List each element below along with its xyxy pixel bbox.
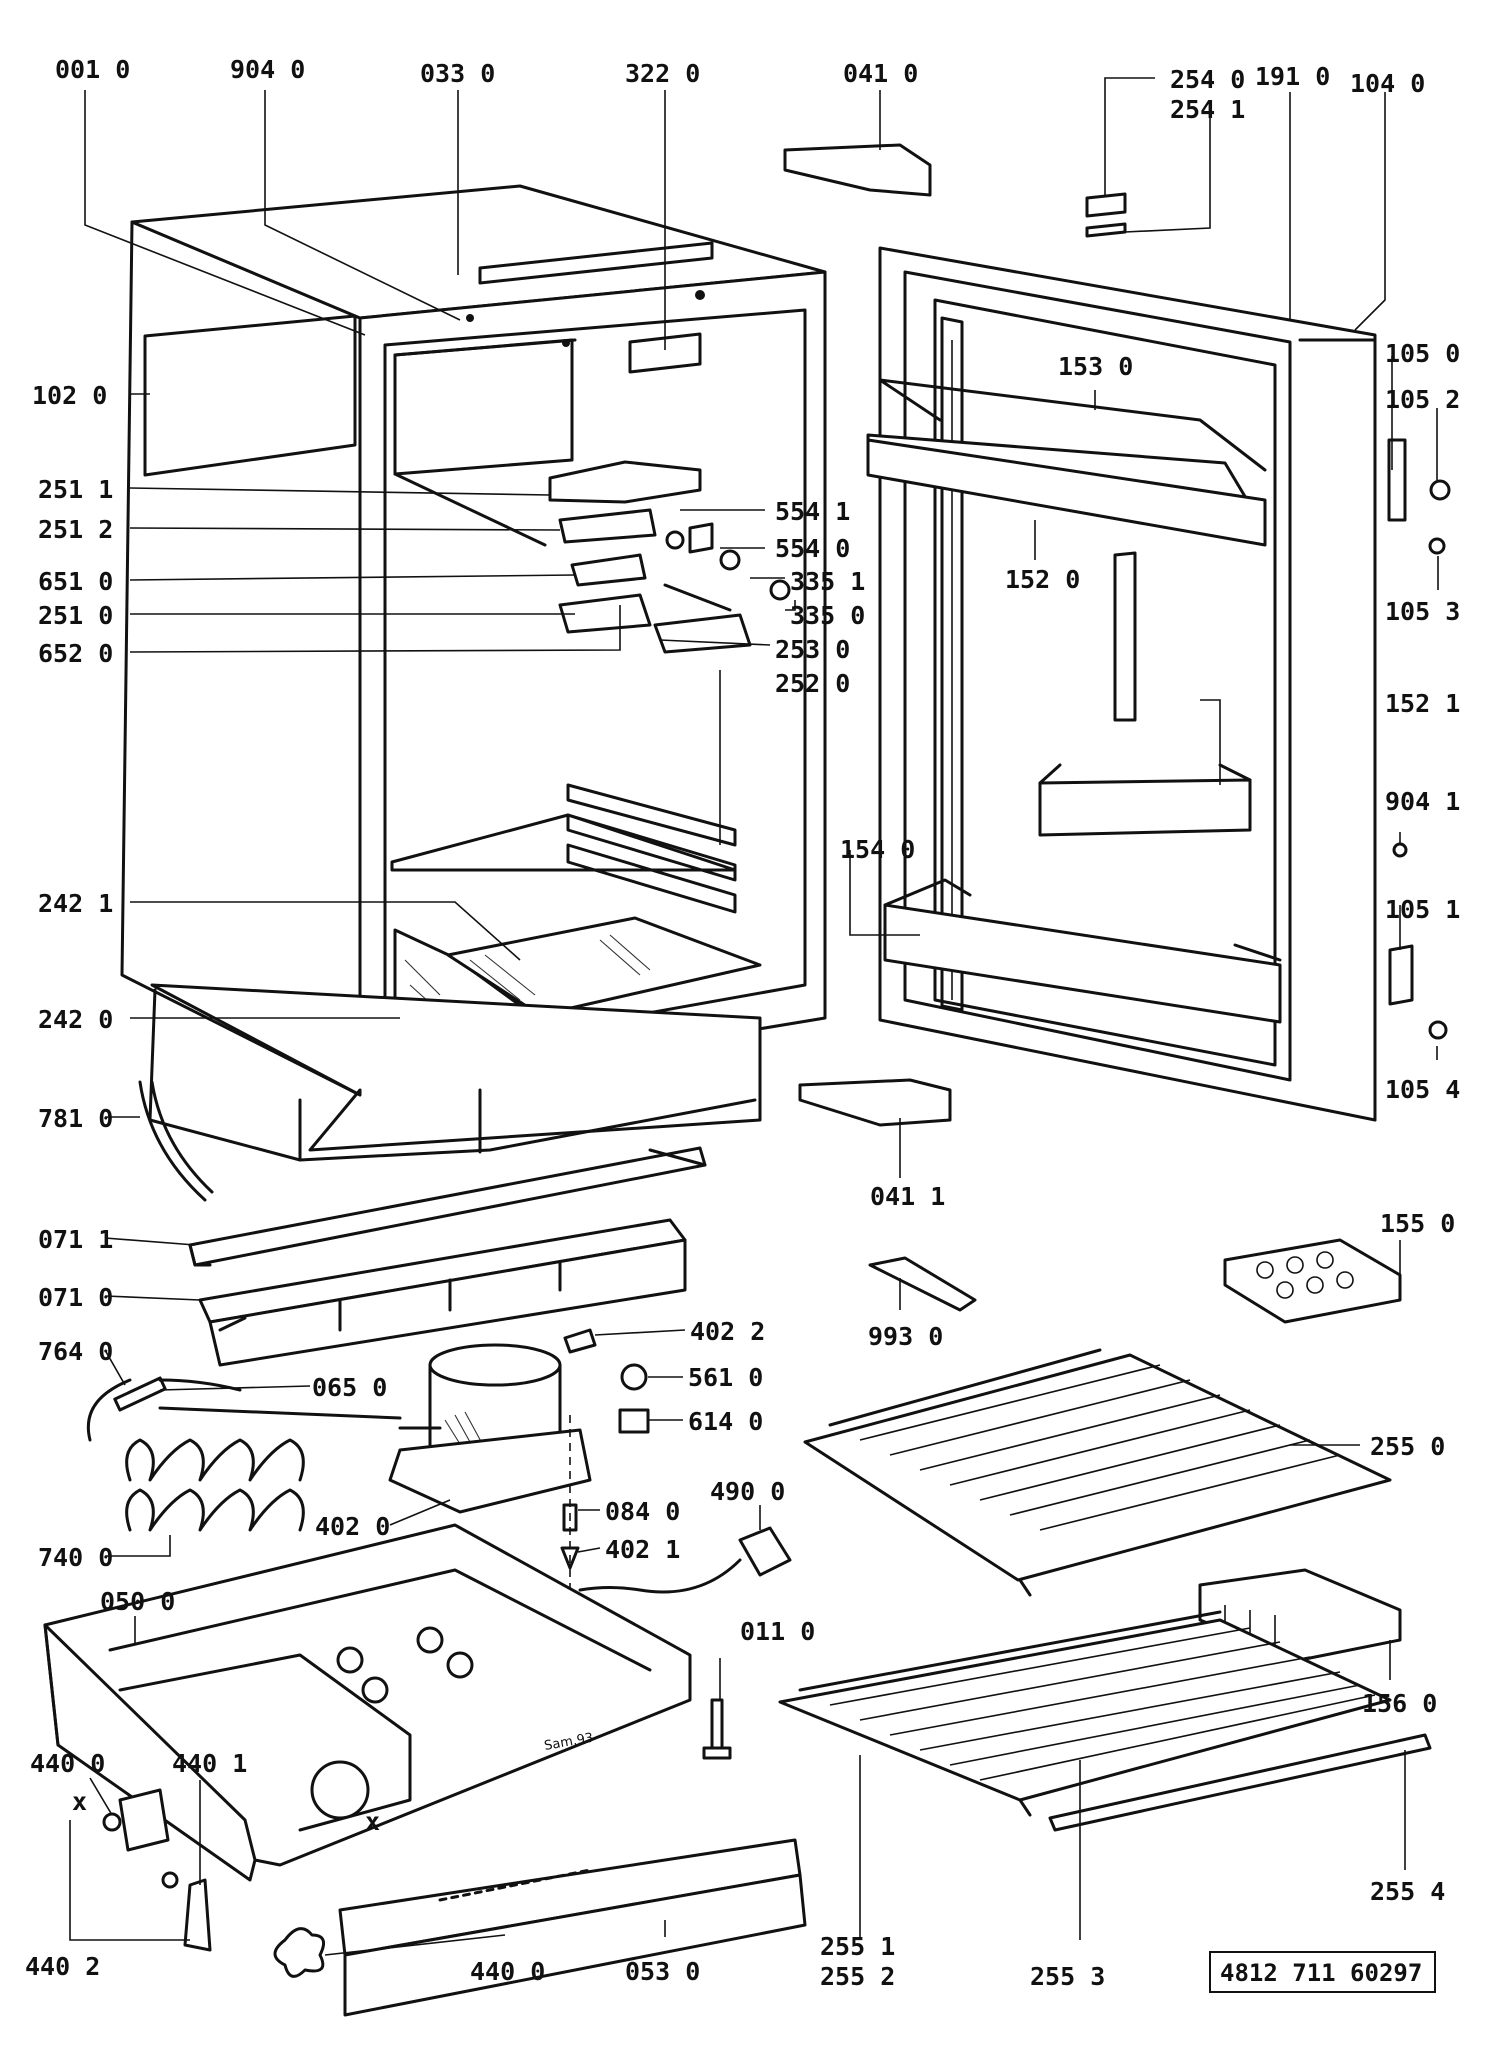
callout-440-0-bottom: 440 0	[470, 1957, 545, 1986]
callout-152-1: 152 1	[1385, 689, 1460, 718]
callout-labels: 001 0 904 0 033 0 322 0 041 0 254 0 254 …	[25, 55, 1460, 1991]
callout-242-0: 242 0	[38, 1005, 113, 1034]
drawing-number-text: 4812 711 60297	[1220, 1959, 1422, 1987]
callout-x-left: x	[72, 1787, 87, 1816]
leader-lines	[69, 77, 1439, 1956]
callout-554-0: 554 0	[775, 534, 850, 563]
callout-252-0: 252 0	[775, 669, 850, 698]
callout-335-0: 335 0	[790, 601, 865, 630]
drawing-number: 4812 711 60297	[1209, 1951, 1436, 1993]
callout-041-1: 041 1	[870, 1182, 945, 1211]
callout-191-0: 191 0	[1255, 62, 1330, 91]
callout-490-0: 490 0	[710, 1477, 785, 1506]
cabinet-assembly	[120, 184, 827, 1162]
callout-253-0: 253 0	[775, 635, 850, 664]
callout-255-1: 255 1	[820, 1932, 895, 1961]
drawing-number-box	[1209, 1951, 1436, 1993]
callout-561-0: 561 0	[688, 1363, 763, 1392]
callout-065-0: 065 0	[312, 1373, 387, 1402]
callout-053-0: 053 0	[625, 1957, 700, 1986]
base-tray-assembly	[43, 1523, 807, 2017]
callout-105-3: 105 3	[1385, 597, 1460, 626]
callout-254-1: 254 1	[1170, 95, 1245, 124]
callout-740-0: 740 0	[38, 1543, 113, 1572]
callout-152-0: 152 0	[1005, 565, 1080, 594]
callout-335-1: 335 1	[790, 567, 865, 596]
callout-104-0: 104 0	[1350, 69, 1425, 98]
lamp-assembly	[548, 460, 791, 654]
callout-251-2: 251 2	[38, 515, 113, 544]
callout-251-0: 251 0	[38, 601, 113, 630]
callout-614-0: 614 0	[688, 1407, 763, 1436]
callout-105-2: 105 2	[1385, 385, 1460, 414]
callout-033-0: 033 0	[420, 59, 495, 88]
callout-554-1: 554 1	[775, 497, 850, 526]
compressor-assembly	[86, 1328, 792, 1680]
callout-402-1: 402 1	[605, 1535, 680, 1564]
callout-652-0: 652 0	[38, 639, 113, 668]
callout-402-2: 402 2	[690, 1317, 765, 1346]
callout-011-0: 011 0	[740, 1617, 815, 1646]
callout-154-0: 154 0	[840, 835, 915, 864]
door-assembly	[783, 143, 1451, 1127]
callout-904-1: 904 1	[1385, 787, 1460, 816]
callout-050-0: 050 0	[100, 1587, 175, 1616]
callout-105-4: 105 4	[1385, 1075, 1460, 1104]
callout-x-center: x	[365, 1807, 380, 1836]
callout-105-1: 105 1	[1385, 895, 1460, 924]
callout-781-0: 781 0	[38, 1104, 113, 1133]
callout-993-0: 993 0	[868, 1322, 943, 1351]
callout-255-0: 255 0	[1370, 1432, 1445, 1461]
callout-102-0: 102 0	[32, 381, 107, 410]
callout-254-0: 254 0	[1170, 65, 1245, 94]
callout-153-0: 153 0	[1058, 352, 1133, 381]
callout-255-3: 255 3	[1030, 1962, 1105, 1991]
callout-105-0: 105 0	[1385, 339, 1460, 368]
callout-155-0: 155 0	[1380, 1209, 1455, 1238]
callout-071-1: 071 1	[38, 1225, 113, 1254]
callout-764-0: 764 0	[38, 1337, 113, 1366]
callout-651-0: 651 0	[38, 567, 113, 596]
shelves	[778, 1238, 1432, 1832]
callout-156-0: 156 0	[1362, 1689, 1437, 1718]
callout-904-0: 904 0	[230, 55, 305, 84]
callout-071-0: 071 0	[38, 1283, 113, 1312]
callout-402-0: 402 0	[315, 1512, 390, 1541]
callout-440-2: 440 2	[25, 1952, 100, 1981]
callout-041-0: 041 0	[843, 59, 918, 88]
callout-084-0: 084 0	[605, 1497, 680, 1526]
callout-255-2: 255 2	[820, 1962, 895, 1991]
callout-242-1: 242 1	[38, 889, 113, 918]
callout-322-0: 322 0	[625, 59, 700, 88]
callout-251-1: 251 1	[38, 475, 113, 504]
callout-440-1: 440 1	[172, 1749, 247, 1778]
lower-panels	[138, 1080, 707, 1367]
callout-255-4: 255 4	[1370, 1877, 1445, 1906]
callout-440-0-left: 440 0	[30, 1749, 105, 1778]
callout-001-0: 001 0	[55, 55, 130, 84]
